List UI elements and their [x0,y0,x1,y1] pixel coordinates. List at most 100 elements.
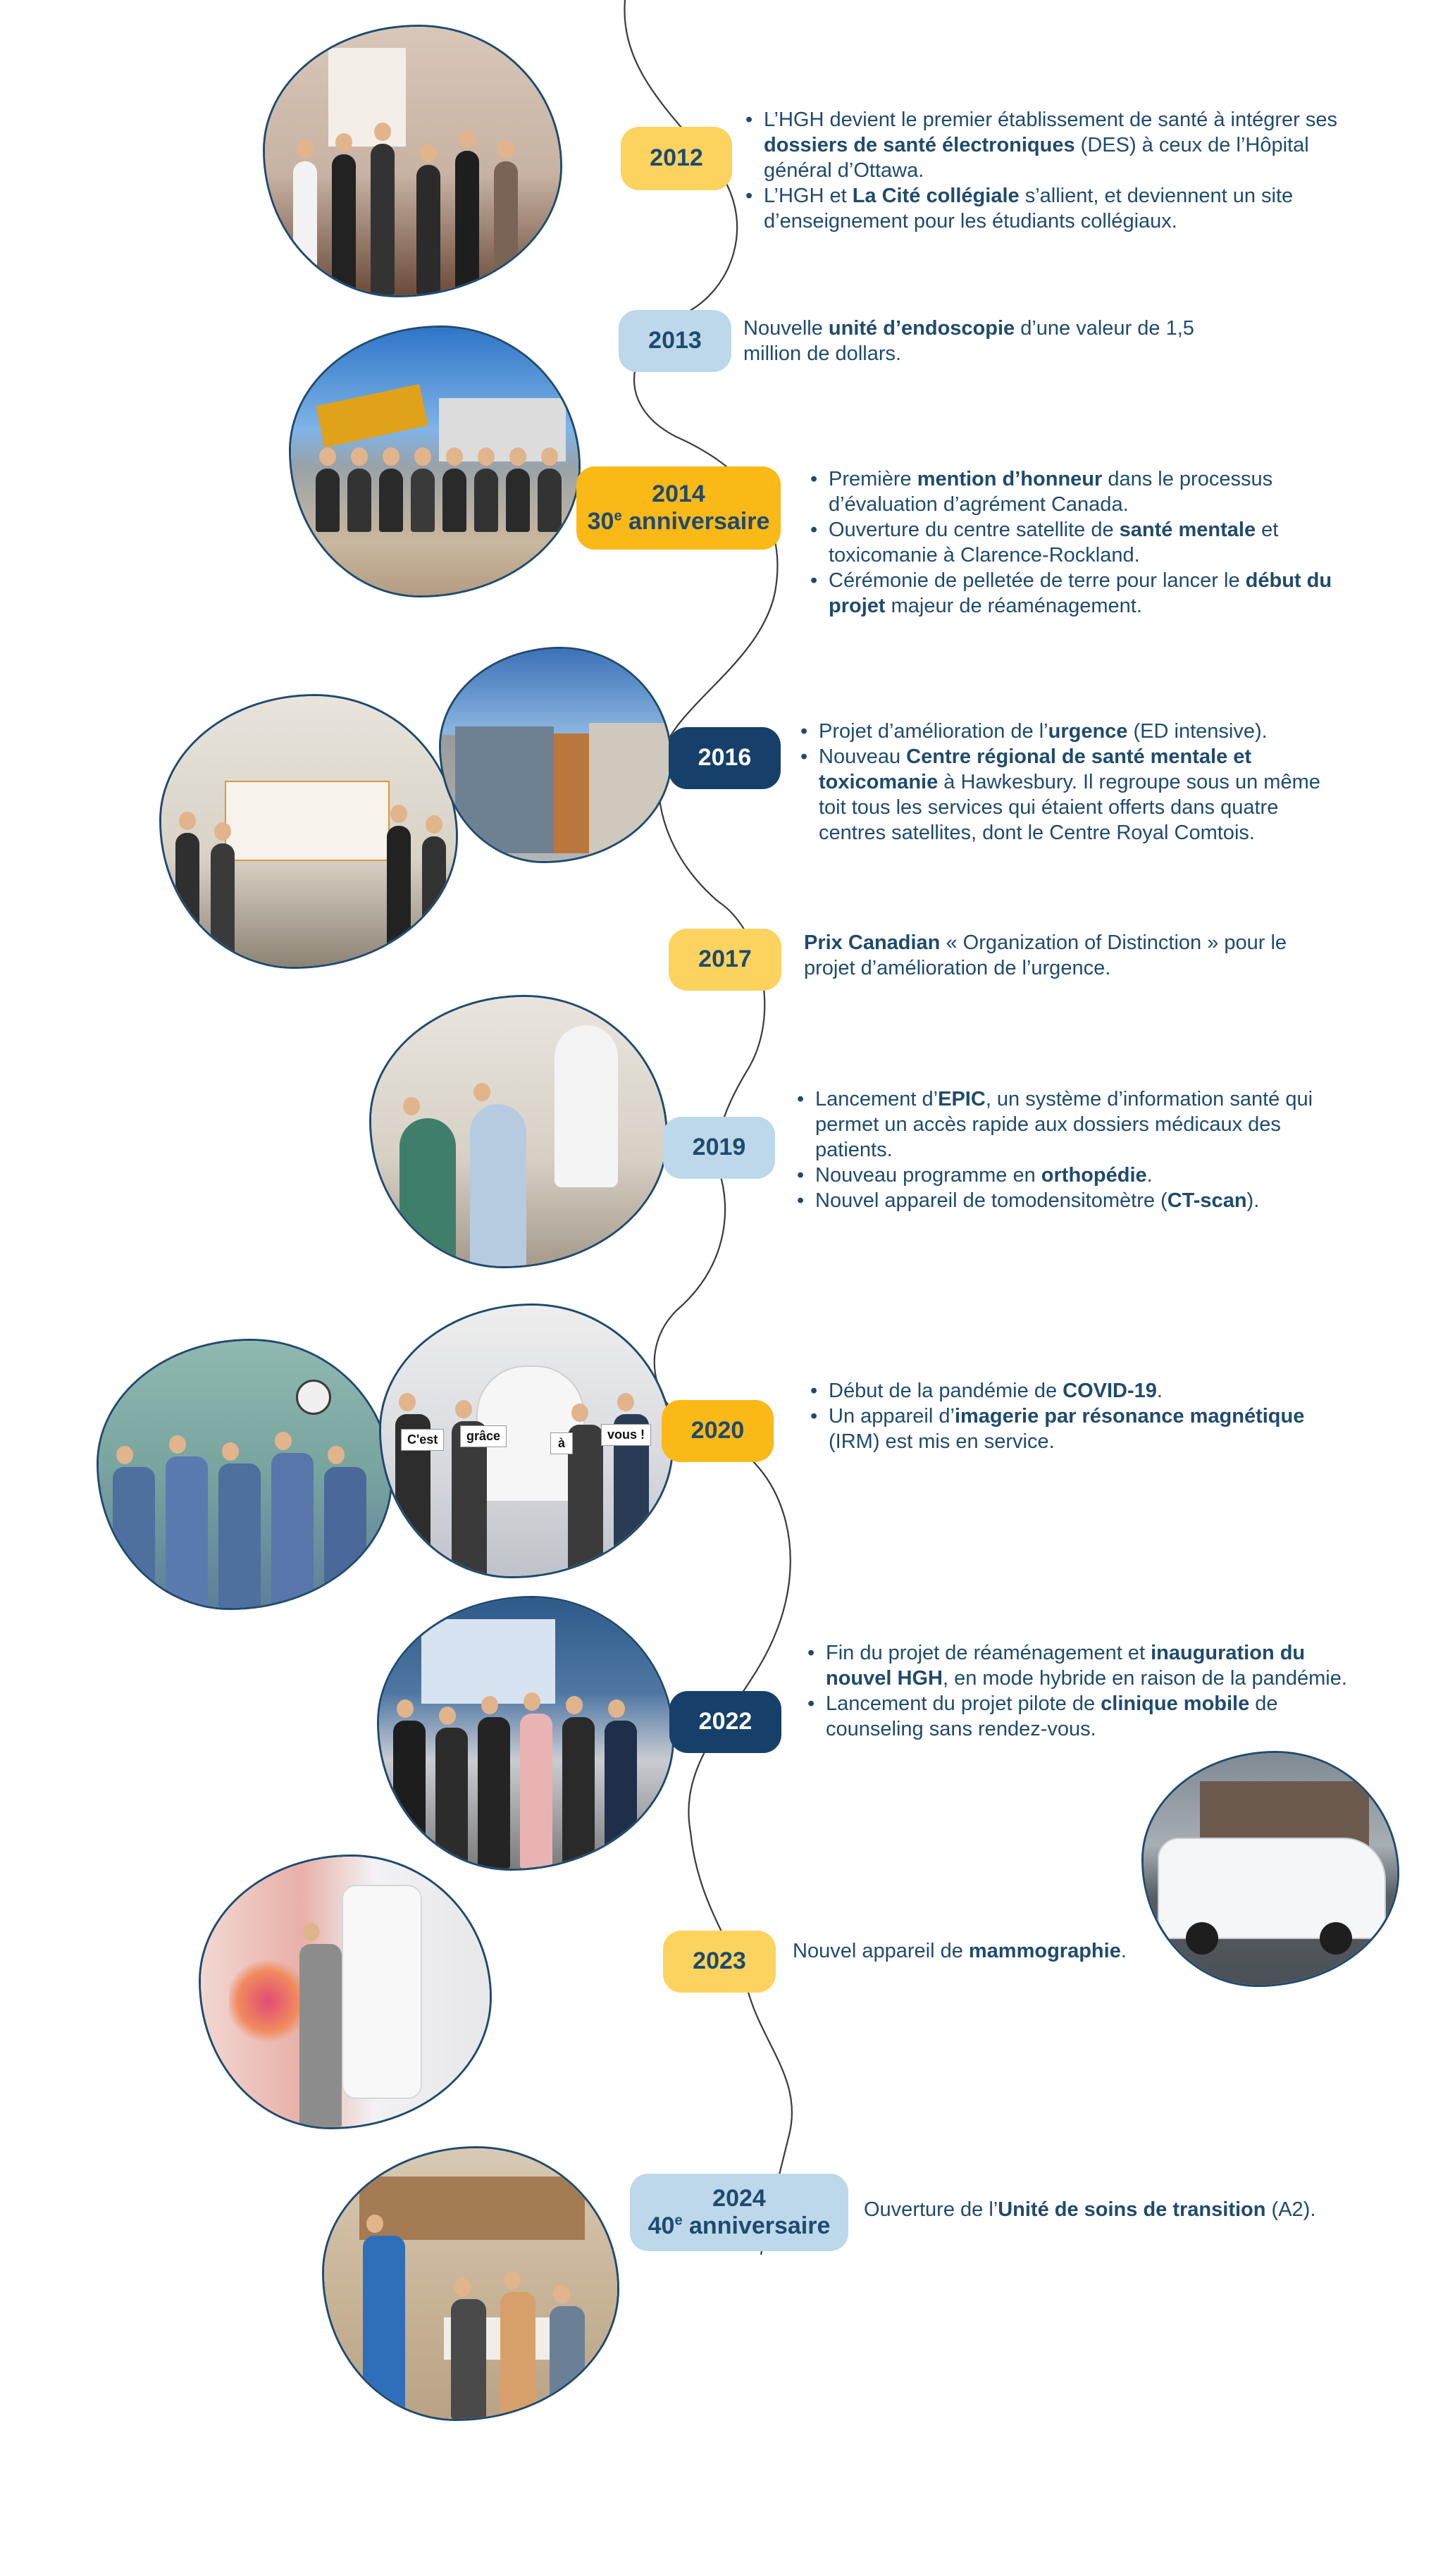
text-segment: Nouvelle [743,317,829,340]
text-segment: et toxicomanie à Clarence-Rockland. [829,519,1279,566]
text-segment: . [1156,1380,1163,1402]
bullet-item: Un appareil d’imagerie par résonance mag… [810,1404,1360,1454]
entry-2020: Début de la pandémie de COVID-19.Un appa… [810,1378,1360,1454]
photo-2020-mri: C'est grâce à vous ! [379,1304,674,1578]
text-segment: , en mode hybride en raison de la pandém… [942,1667,1347,1690]
mammography-machine [342,1885,422,2099]
entry-2022: Fin du projet de réaménagement et inaugu… [807,1640,1357,1742]
entry-2012: L’HGH devient le premier établissement d… [745,107,1344,234]
year-badge-2013: 2013 [619,310,731,372]
bold-segment: Prix Canadian [804,931,941,954]
entry-paragraph: Prix Canadian « Organization of Distinct… [804,930,1332,981]
entry-2016: Projet d’amélioration de l’urgence (ED i… [800,719,1350,846]
text-segment: Début de la pandémie de [829,1380,1063,1402]
bullet-item: L’HGH devient le premier établissement d… [745,107,1344,183]
bold-segment: mammographie [968,1940,1121,1962]
entry-2023: Nouvel appareil de mammographie. [793,1938,1286,1964]
entry-2024: Ouverture de l’Unité de soins de transit… [864,2197,1399,2222]
text-segment: L’HGH et [764,185,853,207]
bold-segment: urgence [1048,720,1128,743]
text-segment: Un appareil d’ [829,1405,955,1428]
bullet-item: Première mention d’honneur dans le proce… [810,466,1360,517]
van-wheel-rear [1320,1922,1352,1955]
presentation-screen [421,1619,555,1704]
brick-facade [589,723,670,857]
text-segment: à Hawkesbury. Il regroupe sous un même t… [819,771,1320,844]
text-segment: Nouveau [819,745,907,768]
year-badge-2023: 2023 [663,1931,776,1993]
year-badge-2016: 2016 [669,727,781,789]
text-segment: Projet d’amélioration de l’ [819,720,1048,743]
photo-2022-mobile-clinic [1141,1751,1399,1987]
entry-paragraph: Nouvel appareil de mammographie. [793,1938,1286,1964]
year-badge-2020: 2020 [662,1400,774,1462]
bullet-list: Projet d’amélioration de l’urgence (ED i… [800,719,1350,846]
bold-segment: Unité de soins de transition [998,2198,1266,2221]
bold-segment: début du projet [829,569,1332,617]
wall-clock [296,1380,331,1415]
text-segment: dans le processus d’évaluation d’agrémen… [829,468,1273,516]
bold-segment: inauguration du nouvel HGH [826,1642,1306,1690]
bold-segment: dossiers de santé électroniques [764,134,1075,156]
bullet-item: Fin du projet de réaménagement et inaugu… [807,1640,1357,1691]
bullet-item: Nouveau programme en orthopédie. [797,1163,1346,1188]
bold-segment: EPIC [938,1088,986,1110]
entry-2017: Prix Canadian « Organization of Distinct… [804,930,1332,981]
bullet-list: Première mention d’honneur dans le proce… [810,466,1360,619]
text-segment: majeur de réaménagement. [885,595,1142,617]
year-badge-2012: 2012 [621,127,732,190]
text-segment: s’allient, et deviennent un site d’ensei… [764,185,1294,233]
bullet-item: Nouvel appareil de tomodensitomètre (CT-… [797,1188,1346,1213]
text-segment: d’une valeur de 1,5 million de dollars. [743,317,1194,365]
bullet-item: Début de la pandémie de COVID-19. [810,1378,1360,1404]
photo-2012-group [263,25,562,297]
text-segment: Nouvel appareil de tomodensitomètre ( [815,1189,1168,1212]
year-badge-2014: 2014 30e anniversaire [576,466,781,550]
mobile-clinic-van [1158,1838,1386,1939]
bullet-list: Fin du projet de réaménagement et inaugu… [807,1640,1357,1742]
text-segment: . [1120,1940,1127,1962]
year-badge-2022: 2022 [669,1691,781,1753]
photo-2019-epic [369,995,668,1268]
photo-2024-transition-unit [322,2146,619,2421]
text-segment: (A2). [1265,2198,1316,2221]
bullet-item: Nouveau Centre régional de santé mentale… [800,744,1350,846]
year-badge-2024: 2024 40e anniversaire [630,2174,848,2251]
text-segment: (IRM) est mis en service. [829,1430,1055,1453]
photo-2023-mammography [199,1854,492,2129]
entry-2014: Première mention d’honneur dans le proce… [810,466,1360,619]
glass-facade [455,726,554,853]
text-segment: « Organization of Distinction » pour le … [804,931,1287,979]
text-segment: (ED intensive). [1127,720,1268,743]
text-segment: Nouveau programme en [815,1164,1041,1187]
text-segment: de counseling sans rendez-vous. [826,1692,1278,1740]
text-segment: (DES) à ceux de l’Hôpital général d’Otta… [764,134,1309,182]
text-segment: Première [829,468,917,490]
bold-segment: CT-scan [1167,1189,1247,1212]
photo-2014-groundbreaking [289,326,581,597]
entry-paragraph: Ouverture de l’Unité de soins de transit… [864,2197,1399,2222]
bullet-item: L’HGH et La Cité collégiale s’allient, e… [745,183,1344,234]
bold-segment: imagerie par résonance magnétique [954,1405,1305,1428]
rocket-icon [555,1025,618,1187]
text-segment: Nouvel appareil de [793,1940,969,1962]
flower-mural [229,1955,306,2047]
bold-segment: orthopédie [1041,1164,1147,1187]
entry-paragraph: Nouvelle unité d’endoscopie d’une valeur… [743,316,1194,366]
entry-2019: Lancement d’EPIC, un système d’informati… [797,1086,1346,1213]
text-segment: Cérémonie de pelletée de terre pour lanc… [829,569,1246,592]
text-segment: Fin du projet de réaménagement et [826,1642,1151,1664]
text-segment: Lancement du projet pilote de [826,1692,1101,1715]
photo-2020-staff [97,1339,392,1610]
sign-grace: grâce [460,1425,507,1447]
wood-facade [554,733,589,853]
sign-a: à [550,1432,574,1454]
bold-segment: mention d’honneur [917,468,1103,490]
bold-segment: La Cité collégiale [852,185,1020,207]
year-badge-2017: 2017 [669,929,781,991]
text-segment: Ouverture du centre satellite de [829,519,1120,541]
year-badge-2019: 2019 [663,1117,775,1179]
text-segment: Ouverture de l’ [864,2198,998,2221]
bullet-list: L’HGH devient le premier établissement d… [745,107,1344,234]
photo-2016-building [439,647,672,863]
